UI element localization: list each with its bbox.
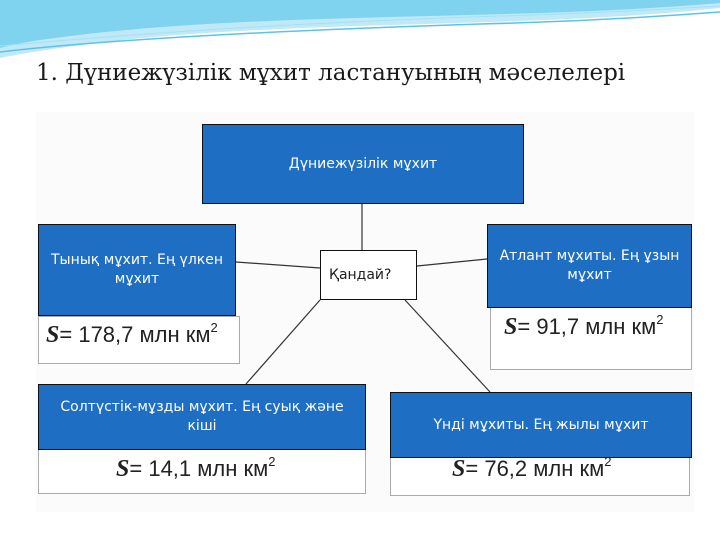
arctic-area-value: S= 14,1 млн км2: [116, 454, 276, 482]
pacific-area-value: S= 178,7 млн км2: [46, 320, 218, 348]
atlantic-ocean-node: Атлант мұхиты. Ең ұзын мұхит: [487, 224, 692, 308]
arctic-ocean-node: Солтүстік-мұзды мұхит. Ең суық және кіші: [38, 384, 366, 450]
pacific-area-card: [38, 316, 240, 364]
center-node-question: Қандай?: [320, 250, 417, 300]
connector-center-arctic: [245, 299, 321, 385]
pacific-ocean-label: Тынық мұхит. Ең үлкен мұхит: [50, 252, 223, 287]
atlantic-ocean-label: Атлант мұхиты. Ең ұзын мұхит: [499, 248, 680, 283]
indian-ocean-node: Үнді мұхиты. Ең жылы мұхит: [390, 392, 692, 458]
atlantic-area-value: S= 91,7 млн км2: [504, 312, 664, 340]
page-title: 1. Дүниежүзілік мұхит ластануының мәселе…: [36, 60, 626, 86]
pacific-ocean-node: Тынық мұхит. Ең үлкен мұхит: [38, 224, 236, 316]
root-node-world-ocean: Дүниежүзілік мұхит: [202, 124, 524, 204]
header-swoosh-decoration: [0, 0, 720, 58]
arctic-ocean-label: Солтүстік-мұзды мұхит. Ең суық және кіші: [60, 399, 344, 434]
indian-area-value: S= 76,2 млн км2: [452, 454, 612, 482]
root-node-label: Дүниежүзілік мұхит: [288, 155, 438, 172]
connector-center-atlantic: [416, 258, 488, 267]
connector-center-pacific: [235, 261, 321, 269]
center-node-label: Қандай?: [329, 266, 392, 283]
connector-center-indian: [404, 299, 491, 393]
indian-ocean-label: Үнді мұхиты. Ең жылы мұхит: [433, 416, 649, 433]
